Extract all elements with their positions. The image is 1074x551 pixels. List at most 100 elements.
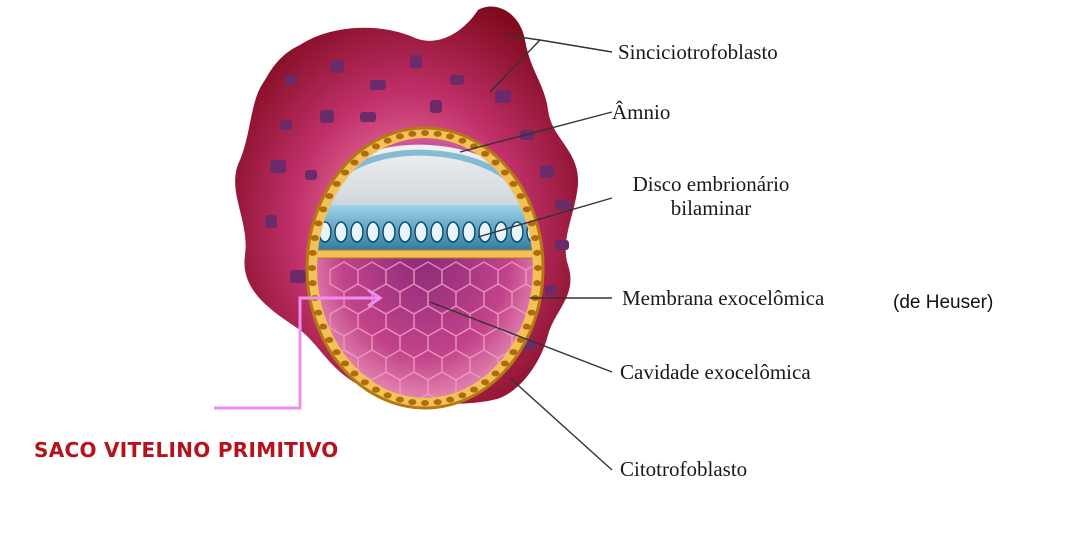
label-membrana: Membrana exocelômica [622, 286, 825, 310]
ring-cell [383, 392, 392, 399]
ring-cell [491, 159, 500, 166]
label-disco-line2: bilaminar [670, 196, 752, 221]
lacuna [330, 60, 344, 73]
credit-label: (de Heuser) [893, 292, 994, 313]
epiblast-cell [366, 221, 380, 243]
ring-cell [395, 396, 404, 403]
ring-cell [531, 234, 540, 241]
callout-saco-vitelino: SACO VITELINO PRIMITIVO [34, 438, 339, 462]
disc-cells [317, 221, 533, 259]
ring-cell [371, 386, 380, 393]
ring-cell [500, 169, 509, 176]
lacuna [290, 270, 306, 283]
leader-citotrofoblasto [509, 377, 613, 471]
hypoblast-layer [317, 249, 533, 259]
ring-cell [533, 280, 542, 287]
lacuna [270, 160, 286, 173]
yolk-cell [540, 372, 568, 402]
lacuna [265, 215, 277, 228]
ring-cell [433, 130, 442, 137]
epiblast-cell [414, 221, 428, 243]
epiblast-cell [334, 221, 348, 243]
ring-cell [408, 399, 417, 406]
ring-cell [509, 349, 518, 356]
lacuna [280, 120, 292, 130]
leader-lines [429, 34, 613, 471]
ring-cell [383, 137, 392, 144]
lacuna [450, 75, 464, 85]
ring-cell [360, 150, 369, 157]
ring-cell [481, 150, 490, 157]
ring-cell [395, 133, 404, 140]
label-sinciciotrofoblasto: Sinciciotrofoblasto [618, 40, 778, 64]
label-disco-line1: Disco embrionário [632, 172, 790, 196]
ring-cell [350, 159, 359, 166]
ring-cell [421, 130, 429, 136]
lacuna [410, 55, 422, 68]
ring-cell [534, 265, 542, 271]
ring-cell [308, 249, 317, 256]
ring-cell [421, 400, 429, 406]
epiblast-cell [430, 221, 444, 243]
ring-cell [310, 234, 319, 241]
ring-cell [308, 265, 316, 271]
epiblast-cell [478, 221, 492, 243]
ring-cell [470, 386, 479, 393]
ring-cell [350, 370, 359, 377]
ring-cell [522, 323, 531, 330]
epiblast-cell [382, 221, 396, 243]
lacuna [320, 110, 334, 123]
ring-cell [527, 309, 536, 316]
ring-cell [341, 169, 350, 176]
ring-cell [325, 336, 334, 343]
leader-disco [477, 197, 613, 238]
lacuna [555, 240, 569, 250]
ring-cell [332, 180, 341, 187]
lacuna [545, 285, 557, 295]
lacuna [430, 100, 442, 113]
ring-cell [408, 130, 417, 137]
ring-cell [446, 133, 455, 140]
label-cavidade: Cavidade exocelômica [620, 360, 811, 384]
label-amnio: Âmnio [612, 100, 671, 124]
epiblast-cell [446, 221, 460, 243]
ring-cell [458, 137, 467, 144]
ring-cell [433, 399, 442, 406]
epiblast-cell [462, 221, 476, 243]
lacuna [285, 75, 297, 85]
ring-cell [516, 193, 525, 200]
ring-cell [509, 180, 518, 187]
lacuna [495, 90, 511, 103]
leader-amnio [459, 111, 613, 153]
ring-cell [308, 280, 317, 287]
lacuna [370, 80, 386, 90]
lacuna [540, 165, 554, 178]
ring-cell [481, 379, 490, 386]
ring-cell [319, 323, 328, 330]
lacuna [555, 200, 571, 210]
leader-sinciciotrofoblasto-2 [489, 39, 541, 93]
label-disco: Disco embrionário bilaminar [600, 172, 822, 220]
ring-cell [314, 220, 323, 227]
ring-cell [314, 309, 323, 316]
ring-cell [360, 379, 369, 386]
ring-cell [522, 206, 531, 213]
label-citotrofoblasto: Citotrofoblasto [620, 457, 748, 481]
ring-cell [319, 206, 328, 213]
epiblast-cell [350, 221, 364, 243]
lacunae-spots [265, 55, 571, 350]
ring-cell [332, 349, 341, 356]
epiblast-cell [398, 221, 412, 243]
leader-cavidade [429, 301, 613, 373]
ring-cell [533, 249, 542, 256]
ring-cell [458, 392, 467, 399]
ring-cell [371, 143, 380, 150]
ring-cell [341, 360, 350, 367]
ring-cell [446, 396, 455, 403]
ring-cell [500, 360, 509, 367]
yolk-sac-arrow [214, 288, 383, 410]
lacuna [305, 170, 317, 180]
ring-cell [325, 193, 334, 200]
